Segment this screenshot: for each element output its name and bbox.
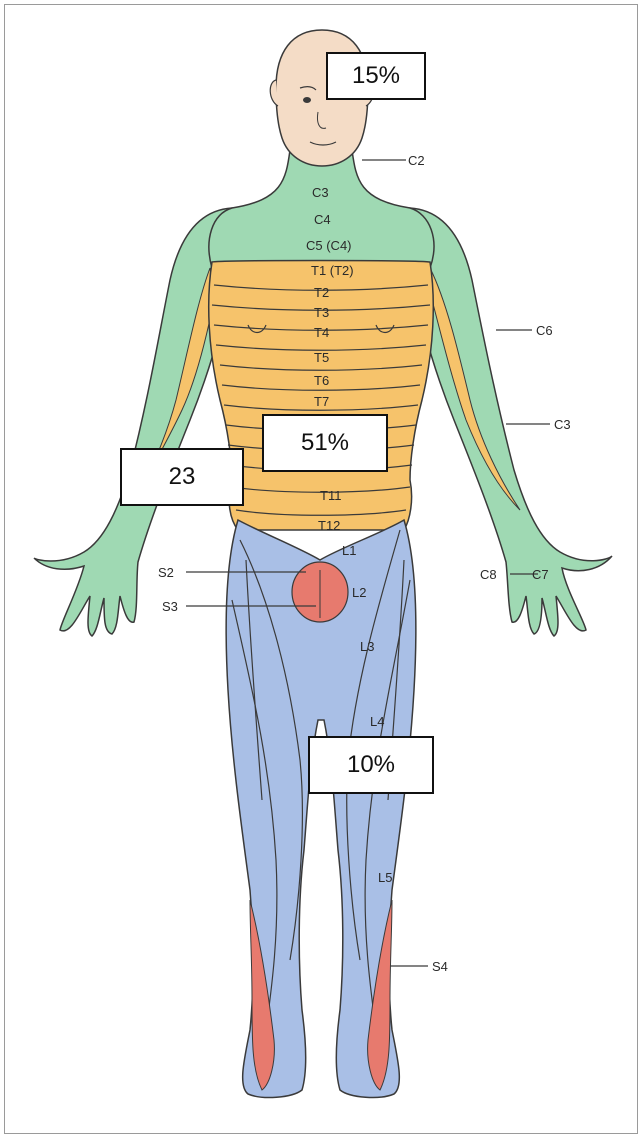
label-t11: T11 — [320, 488, 341, 503]
label-t1: T1 (T2) — [311, 263, 354, 278]
right-arm-cervical-region — [410, 208, 612, 636]
label-t6: T6 — [314, 373, 329, 388]
label-l2: L2 — [352, 585, 366, 600]
trunk-percent-box: 51% — [262, 414, 388, 472]
label-c2: C2 — [408, 153, 425, 168]
label-l5: L5 — [378, 870, 392, 885]
left-eye — [303, 97, 311, 103]
label-c8: C8 — [480, 567, 497, 582]
label-c4: C4 — [314, 212, 331, 227]
label-t3: T3 — [314, 305, 329, 320]
label-l4: L4 — [370, 714, 384, 729]
arm-percent-box: 23 — [120, 448, 244, 506]
label-t2: T2 — [314, 285, 329, 300]
label-l1: L1 — [342, 543, 356, 558]
legs-percent-box: 10% — [308, 736, 434, 794]
label-c3-arm: C3 — [554, 417, 571, 432]
label-c5: C5 (C4) — [306, 238, 352, 253]
label-s3: S3 — [162, 599, 178, 614]
head-percent-box: 15% — [326, 52, 426, 100]
label-c3-neck: C3 — [312, 185, 329, 200]
label-t5: T5 — [314, 350, 329, 365]
label-l3: L3 — [360, 639, 374, 654]
label-t12: T12 — [318, 518, 340, 533]
label-t4: T4 — [314, 325, 329, 340]
label-c6: C6 — [536, 323, 553, 338]
label-s2: S2 — [158, 565, 174, 580]
label-t7: T7 — [314, 394, 329, 409]
label-s4: S4 — [432, 959, 448, 974]
label-c7: C7 — [532, 567, 549, 582]
